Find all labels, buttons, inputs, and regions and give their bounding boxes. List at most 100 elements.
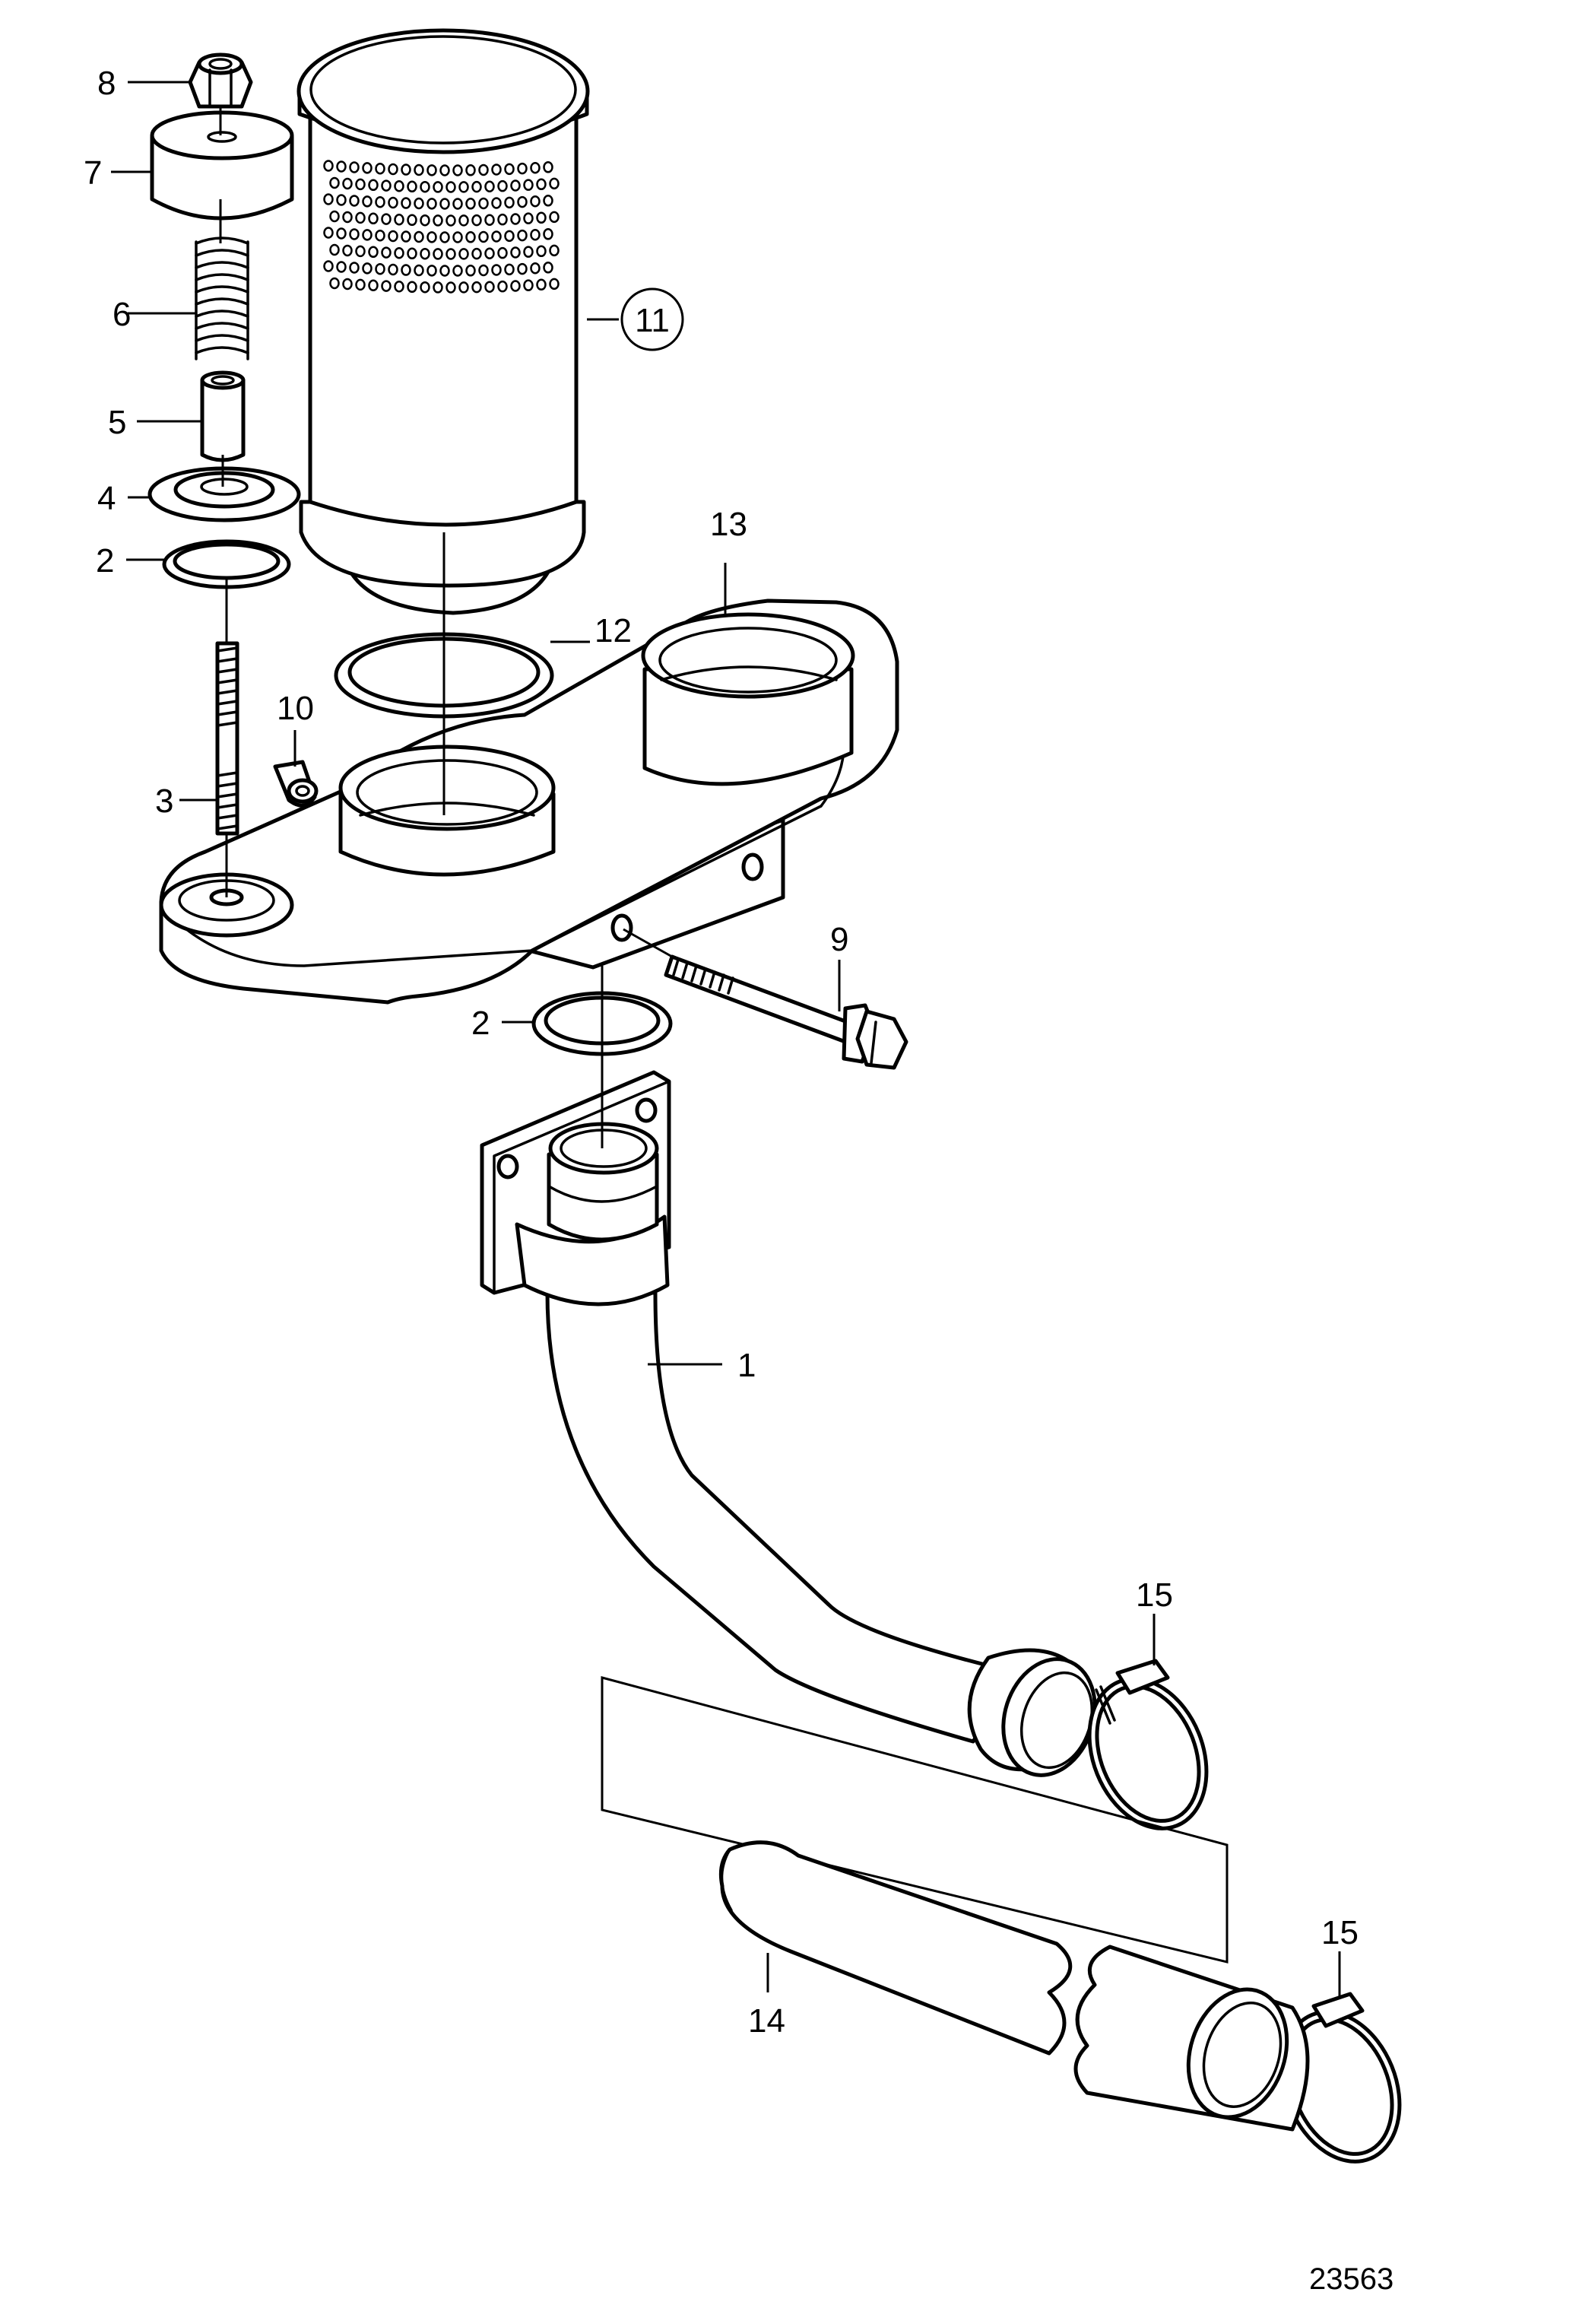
perforation-hole <box>381 246 392 259</box>
filter-housing-bracket <box>159 598 899 1005</box>
part-9-bolt <box>664 954 908 1070</box>
perforation-hole <box>394 179 404 192</box>
filter-perforations <box>323 160 560 294</box>
perforation-hole <box>414 264 424 277</box>
perforation-hole <box>426 231 437 243</box>
callout-4: 4 <box>97 480 116 517</box>
perforation-hole <box>465 265 476 277</box>
perforation-hole <box>452 265 463 277</box>
perforation-hole <box>362 195 373 208</box>
perforation-hole <box>465 198 476 210</box>
perforation-hole <box>497 246 508 259</box>
perforation-hole <box>368 212 379 225</box>
perforation-hole <box>445 181 456 193</box>
perforation-hole <box>323 160 334 172</box>
perforation-hole <box>401 197 411 209</box>
perforation-hole <box>536 245 547 258</box>
perforation-hole <box>433 281 443 294</box>
perforation-hole <box>362 229 373 241</box>
perforation-hole <box>478 164 489 176</box>
perforation-hole <box>388 196 398 209</box>
perforation-hole <box>491 197 502 209</box>
perforation-hole <box>471 214 482 227</box>
part-5-sleeve <box>200 370 246 462</box>
perforation-hole <box>394 246 404 259</box>
callout-11: 11 <box>635 302 670 339</box>
perforation-hole <box>530 228 541 241</box>
perforation-hole <box>394 213 404 226</box>
perforation-hole <box>549 244 560 257</box>
perforation-hole <box>375 195 385 208</box>
perforation-hole <box>465 164 476 176</box>
perforation-hole <box>517 229 528 242</box>
perforation-hole <box>458 248 469 260</box>
perforation-hole <box>407 281 417 294</box>
perforation-hole <box>478 230 489 243</box>
perforation-hole <box>478 264 489 277</box>
callout-labels: 8 7 6 5 4 2 3 10 11 12 13 2 9 1 14 15 15 <box>84 65 1359 2040</box>
perforation-hole <box>439 164 450 176</box>
perforation-hole <box>323 193 334 205</box>
assembly-axis-lines <box>219 106 673 1148</box>
part-1-pipe <box>480 1070 1097 1777</box>
perforation-hole <box>536 178 547 191</box>
perforation-hole <box>336 227 347 240</box>
perforation-hole <box>536 278 547 291</box>
perforation-hole <box>543 228 553 240</box>
perforation-hole <box>349 195 360 207</box>
perforation-hole <box>478 197 489 210</box>
perforation-hole <box>407 214 417 227</box>
part-11-filter-element <box>296 28 590 615</box>
perforation-hole <box>329 277 340 290</box>
perforation-hole <box>414 197 424 210</box>
perforation-hole <box>381 280 392 292</box>
perforation-hole <box>445 214 456 227</box>
perforation-hole <box>523 212 534 224</box>
perforation-hole <box>433 181 443 193</box>
part-7-cap <box>150 110 294 221</box>
perforation-hole <box>510 246 521 259</box>
perforation-hole <box>471 180 482 193</box>
perforation-hole <box>381 213 392 225</box>
perforation-hole <box>407 180 417 193</box>
perforation-hole <box>549 211 560 224</box>
callout-12: 12 <box>595 612 632 649</box>
part-14-hose <box>601 1676 1310 2132</box>
perforation-hole <box>342 278 353 290</box>
perforation-hole <box>355 245 366 258</box>
perforation-hole <box>484 214 495 226</box>
callout-3: 3 <box>155 783 173 820</box>
perforation-hole <box>510 280 521 292</box>
perforation-hole <box>471 281 482 294</box>
perforation-hole <box>336 160 347 173</box>
callout-leaders <box>111 81 1341 1999</box>
perforation-hole <box>401 164 411 176</box>
perforation-hole <box>439 198 450 210</box>
perforation-hole <box>355 211 366 224</box>
perforation-hole <box>414 230 424 243</box>
perforation-hole <box>504 230 515 243</box>
perforation-hole <box>452 198 463 210</box>
perforation-hole <box>388 230 398 243</box>
perforation-hole <box>439 231 450 243</box>
part-15-hose-clamp-upper <box>1087 1659 1209 1830</box>
perforation-hole <box>549 177 560 190</box>
part-10-bushing <box>273 760 319 808</box>
perforation-hole <box>549 278 560 290</box>
perforation-hole <box>349 161 360 173</box>
perforation-hole <box>523 246 534 258</box>
perforation-hole <box>342 177 353 190</box>
perforation-hole <box>543 195 553 207</box>
perforation-hole <box>543 262 553 274</box>
callout-5: 5 <box>108 404 126 441</box>
perforation-hole <box>491 264 502 276</box>
perforation-hole <box>458 281 469 294</box>
callout-14: 14 <box>748 2002 785 2040</box>
perforation-hole <box>497 179 508 192</box>
perforation-hole <box>433 248 443 260</box>
perforation-hole <box>426 198 437 210</box>
part-3-stud <box>215 641 239 836</box>
perforation-hole <box>401 230 411 243</box>
perforation-hole <box>355 178 366 191</box>
perforation-hole <box>517 262 528 275</box>
